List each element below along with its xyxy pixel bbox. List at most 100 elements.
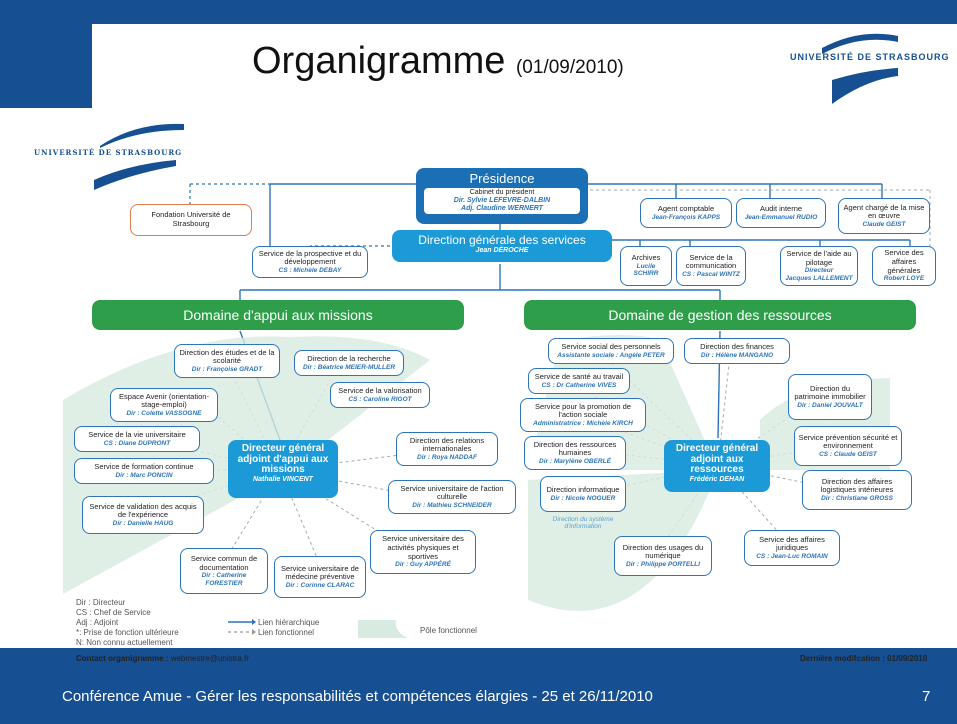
pilotage-dir1: Directeur [804, 267, 834, 275]
ressource-label: Direction des usages du numérique [622, 542, 704, 561]
dga-ressources-name: Frédéric DEHAN [689, 475, 745, 483]
ressource-label: Service social des personnels [561, 341, 661, 351]
dgs-box: Direction générale des services Jean DÉR… [392, 230, 612, 262]
ressource-dir: Dir : Hélène MANGANO [700, 351, 774, 359]
ressource-dir: Dir : Christiane GROSS [821, 494, 893, 502]
dgs-title: Direction générale des services [418, 233, 586, 247]
agent-mise-label: Agent chargé de la mise en œuvre [843, 202, 925, 221]
mission-label: Service de la valorisation [338, 385, 422, 395]
mission-label: Direction des études et de la scolarité [179, 347, 275, 366]
mission-dir: Dir : Marc PONCIN [115, 471, 173, 479]
mission-dir: CS : Caroline RIGOT [348, 395, 412, 403]
mission-dir: Dir : Françoise GRADT [191, 365, 263, 373]
ressource-box: Service pour la promotion de l'action so… [520, 398, 646, 432]
dga-missions-title: Directeur général adjoint d'appui aux mi… [237, 443, 329, 475]
legend-adj: Adj : Adjoint [76, 618, 119, 627]
agent-comptable-label: Agent comptable [657, 203, 715, 213]
cabinet-dir: Dir. Sylvie LEFEVRE-DALBIN [453, 197, 551, 205]
ressource-dir: CS : Dr Catherine VIVES [541, 381, 617, 389]
fondation-label: Fondation Université de Strasbourg [151, 210, 231, 228]
cabinet-adj: Adj. Claudine WERNERT [461, 205, 543, 213]
dsi-note: Direction du système d'information [552, 516, 614, 530]
contact: Contact organigramme : webmestre@unistra… [76, 654, 249, 663]
pilotage-label: Service de l'aide au pilotage [786, 248, 852, 267]
mission-label: Direction des relations internationales [409, 435, 485, 454]
mission-label: Service universitaire des activités phys… [382, 534, 464, 561]
dga-missions-name: Nathalie VINCENT [253, 475, 313, 483]
logo-swoosh-top-icon [822, 33, 898, 54]
mission-label: Direction de la recherche [307, 353, 391, 363]
ressource-label: Direction des finances [700, 341, 774, 351]
logo-left-swoosh-bottom-icon [94, 160, 176, 190]
cabinet-label: Cabinet du président [469, 189, 535, 196]
ressource-dir: Administratrice : Michèle KIRCH [533, 419, 633, 427]
ressource-dir: Dir : Nicole NOGUER [550, 494, 616, 502]
mission-dir: Dir : Catherine FORESTIER [201, 572, 247, 587]
ressource-dir: Dir : Marylène OBERLÉ [539, 457, 611, 465]
archives-label: Archives [631, 253, 661, 263]
mission-label: Service commun de documentation [190, 553, 258, 572]
last-modified: Dernière modifcation : 01/09/2010 [800, 654, 928, 663]
mission-dir: Dir : Colette VASSOGNE [126, 409, 202, 417]
ressource-label: Direction des affaires logistiques intér… [820, 476, 894, 495]
legend-n: N: Non connu actuellement [76, 638, 173, 647]
logo-left-swoosh-top-icon [100, 123, 184, 148]
presidence-title: Présidence [469, 171, 535, 186]
presidence-box: Présidence Cabinet du président Dir. Syl… [416, 168, 588, 224]
mission-box: Service universitaire de médecine préven… [274, 556, 366, 598]
mission-dir: Dir : Danielle HAUG [112, 519, 174, 527]
mission-dir: Dir : Guy APPÉRÉ [395, 561, 451, 569]
dga-ressources-box: Directeur général adjoint aux ressources… [664, 440, 770, 492]
ressource-label: Service des affaires juridiques [759, 534, 825, 553]
agent-comptable-dir: Jean-François KAPPS [651, 213, 721, 221]
mission-label: Service de la vie universitaire [88, 429, 186, 439]
mission-box: Service universitaire de l'action cultur… [388, 480, 516, 514]
ressource-box: Direction des affaires logistiques intér… [802, 470, 912, 510]
affaires-generales-dir: Robert LOYE [883, 275, 925, 283]
mission-box: Service universitaire des activités phys… [370, 530, 476, 574]
mission-dir: Dir : Mathieu SCHNEIDER [412, 501, 492, 509]
footer-band [0, 648, 957, 724]
ressource-dir: Dir : Daniel JOUVALT [797, 401, 863, 409]
legend-lines-icon [228, 619, 256, 635]
contact-label: Contact organigramme : [76, 654, 169, 663]
domaine-missions-banner: Domaine d'appui aux missions [92, 300, 464, 330]
legend-hier: Lien hiérarchique [258, 618, 320, 627]
ressource-dir: CS : Claude GEIST [819, 450, 877, 458]
prospective-label: Service de la prospective et du développ… [258, 248, 362, 267]
mission-label: Service universitaire de médecine préven… [281, 563, 359, 582]
dga-missions-box: Directeur général adjoint d'appui aux mi… [228, 440, 338, 498]
logo-swoosh-bottom-icon [832, 68, 898, 104]
ressource-dir: Dir : Philippe PORTELLI [626, 560, 700, 568]
pilotage-dir2: Jacques LALLEMENT [785, 274, 853, 282]
logo-top: UNIVERSITÉ DE STRASBOURG [790, 52, 950, 62]
audit-label: Audit interne [759, 203, 803, 213]
fondation-box: Fondation Université de Strasbourg [130, 204, 252, 236]
mission-dir: Dir : Roya NADDAF [417, 453, 477, 461]
mission-label: Service de validation des acquis de l'ex… [89, 501, 197, 520]
communication-dir: CS : Pascal WINTZ [682, 270, 740, 278]
dga-ressources-title: Directeur général adjoint aux ressources [675, 443, 759, 475]
ressource-label: Service pour la promotion de l'action so… [535, 401, 631, 420]
mission-dir: CS : Diane DUPRONT [103, 439, 171, 447]
mission-label: Service universitaire de l'action cultur… [400, 483, 504, 502]
legend-fonc: Lien fonctionnel [258, 628, 315, 637]
ressource-label: Service de santé au travail [534, 371, 624, 381]
mission-dir: Dir : Corinne CLARAC [285, 581, 355, 589]
